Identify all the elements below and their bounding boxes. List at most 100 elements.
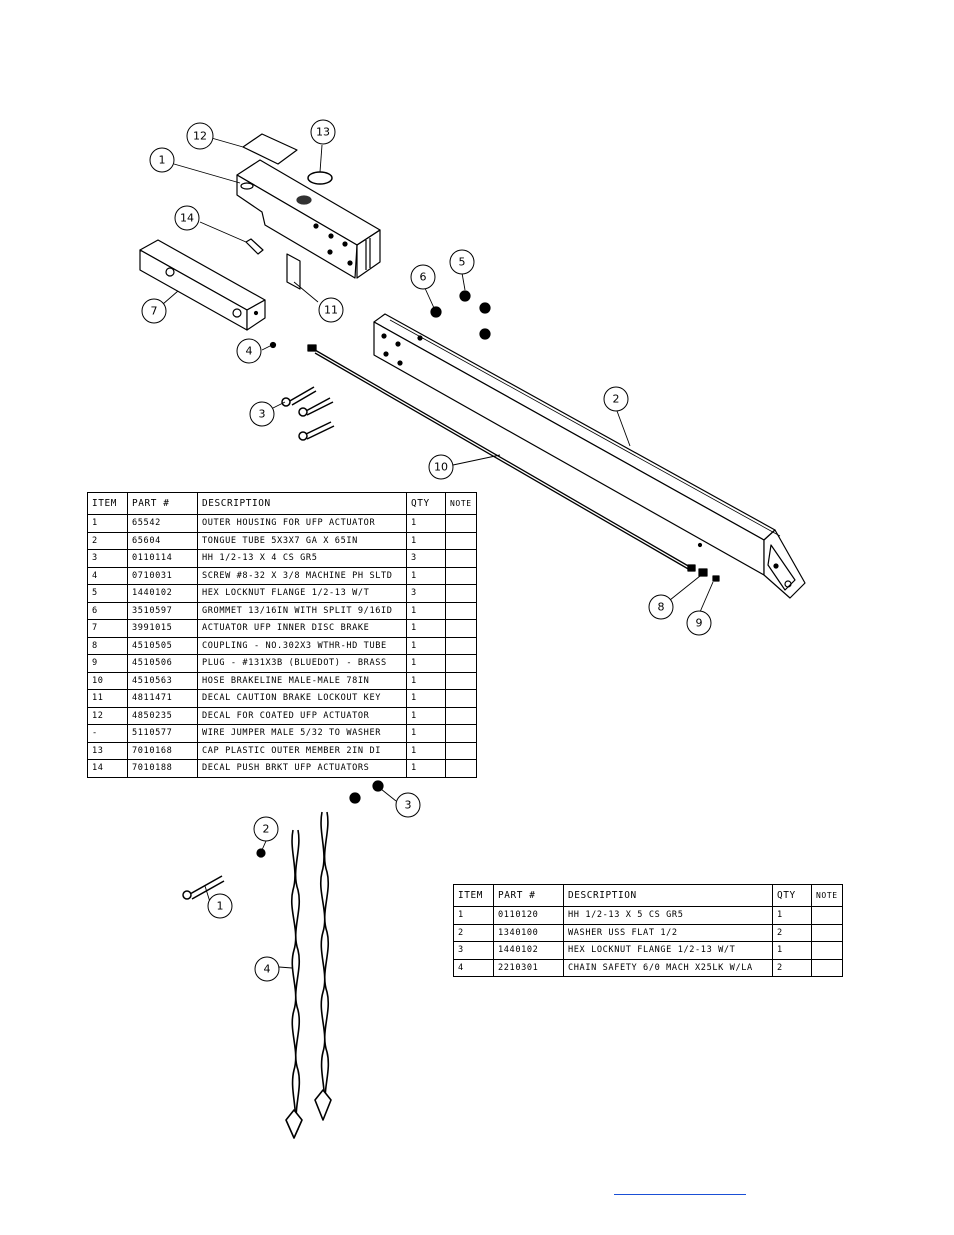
balloon-12 — [186, 122, 214, 150]
balloon-3 — [249, 401, 275, 427]
balloon-lower-1-label: 1 — [217, 900, 224, 913]
cell-qty: 1 — [406, 514, 446, 533]
cell-note — [811, 906, 843, 925]
cell-item: 12 — [87, 706, 128, 725]
table-header-row: ITEM PART # DESCRIPTION QTY NOTE — [453, 884, 843, 907]
balloons-upper — [141, 119, 712, 636]
cell-part-number: 1340100 — [493, 923, 564, 942]
cell-qty: 1 — [406, 654, 446, 673]
balloon-lower-4 — [254, 956, 280, 982]
cell-note — [445, 671, 477, 690]
cell-description: ACTUATOR UFP INNER DISC BRAKE — [197, 619, 407, 638]
cell-part-number: 5110577 — [127, 724, 198, 743]
cell-item: 1 — [453, 906, 494, 925]
cell-part-number: 4811471 — [127, 689, 198, 708]
balloon-8 — [648, 594, 674, 620]
cell-description: PLUG - #131X3B (BLUEDOT) - BRASS — [197, 654, 407, 673]
header-description: DESCRIPTION — [197, 492, 407, 515]
cell-item: 9 — [87, 654, 128, 673]
balloon-lower-1 — [207, 893, 233, 919]
cell-part-number: 65542 — [127, 514, 198, 533]
grommet-6-part — [430, 306, 442, 318]
cell-part-number: 7010168 — [127, 741, 198, 760]
cell-qty: 3 — [406, 549, 446, 568]
cell-qty: 1 — [406, 706, 446, 725]
decal-11-part — [286, 253, 301, 290]
cell-description: HOSE BRAKELINE MALE-MALE 78IN — [197, 671, 407, 690]
cell-description: COUPLING - NO.302X3 WTHR-HD TUBE — [197, 636, 407, 655]
cell-item: 4 — [87, 566, 128, 585]
decal-14-part — [245, 238, 264, 255]
cell-qty: 1 — [406, 759, 446, 778]
cell-qty: 1 — [406, 531, 446, 550]
tongue-tube-part — [373, 313, 806, 599]
cell-qty: 1 — [772, 906, 812, 925]
cell-item: 8 — [87, 636, 128, 655]
cell-item: 1 — [87, 514, 128, 533]
balloon-8-label: 8 — [658, 601, 665, 614]
cell-part-number: 0710031 — [127, 566, 198, 585]
balloon-4-label: 4 — [246, 345, 253, 358]
cell-description: CHAIN SAFETY 6/0 MACH X25LK W/LA — [563, 958, 773, 977]
cell-description: OUTER HOUSING FOR UFP ACTUATOR — [197, 514, 407, 533]
cell-description: CAP PLASTIC OUTER MEMBER 2IN DI — [197, 741, 407, 760]
cell-qty: 3 — [406, 584, 446, 603]
header-qty: QTY — [772, 884, 812, 907]
balloon-lower-2-label: 2 — [263, 823, 270, 836]
safety-chain-part-a — [285, 829, 303, 1139]
cell-part-number: 3991015 — [127, 619, 198, 638]
balloon-lower-3-label: 3 — [405, 799, 412, 812]
cell-item: 3 — [87, 549, 128, 568]
cell-qty: 1 — [406, 671, 446, 690]
cell-part-number: 4510563 — [127, 671, 198, 690]
balloon-10-label: 10 — [434, 461, 448, 474]
cell-item: 14 — [87, 759, 128, 778]
balloon-13-label: 13 — [316, 126, 330, 139]
safety-chain-part-b — [314, 811, 332, 1121]
balloon-5-label: 5 — [459, 256, 466, 269]
header-qty: QTY — [406, 492, 446, 515]
screw-4-part — [269, 341, 277, 349]
cell-part-number: 1440102 — [493, 941, 564, 960]
cell-description: TONGUE TUBE 5X3X7 GA X 65IN — [197, 531, 407, 550]
cell-description: DECAL CAUTION BRAKE LOCKOUT KEY — [197, 689, 407, 708]
balloon-7-label: 7 — [151, 305, 158, 318]
cell-item: 5 — [87, 584, 128, 603]
header-item: ITEM — [453, 884, 494, 907]
balloon-5 — [449, 249, 475, 275]
balloon-11-label: 11 — [324, 304, 338, 317]
balloon-7 — [141, 298, 167, 324]
balloon-10 — [428, 454, 454, 480]
header-item: ITEM — [87, 492, 128, 515]
balloon-13 — [310, 119, 336, 145]
balloon-3-label: 3 — [259, 408, 266, 421]
lower-bolt-part — [182, 875, 225, 900]
balloon-4 — [236, 338, 262, 364]
cell-qty: 2 — [772, 958, 812, 977]
coupling-8-part — [698, 568, 708, 577]
balloon-6 — [410, 264, 436, 290]
cap-13-part — [307, 171, 333, 185]
cell-note — [445, 549, 477, 568]
brake-hose-part — [307, 344, 696, 572]
cell-part-number: 2210301 — [493, 958, 564, 977]
cell-item: 13 — [87, 741, 128, 760]
cell-qty: 1 — [772, 941, 812, 960]
footer-link[interactable] — [614, 1180, 746, 1195]
cell-item: 3 — [453, 941, 494, 960]
